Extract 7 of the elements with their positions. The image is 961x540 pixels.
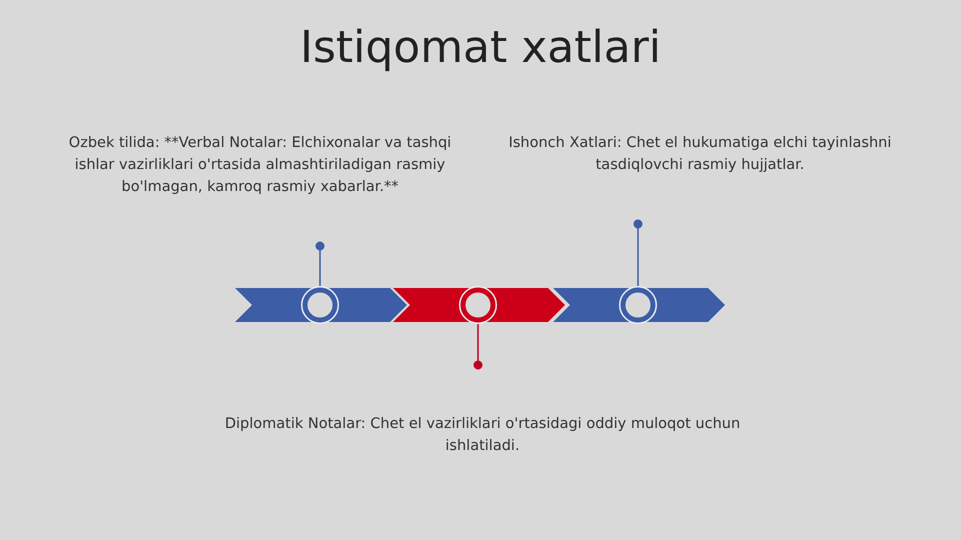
leader-line xyxy=(634,220,642,286)
leader-line xyxy=(474,324,482,370)
leader-line xyxy=(316,242,324,286)
description-text: Ishonch Xatlari: Chet el hukumatiga elchi tayinlashni tasdiqlovchi rasmiy hujjatlar. xyxy=(500,132,900,176)
description-text: Ozbek tilida: **Verbal Notalar: Elchixonalar va tashqi ishlar vazirliklari o'rtasida almashtiriladigan rasmiy bo'lmagan, kamroq rasmiy xabarlar.** xyxy=(55,132,465,198)
slide-title: Istiqomat xatlari xyxy=(298,22,662,73)
description-text: Diplomatik Notalar: Chet el vazirliklari o'rtasidagi oddiy muloqot uchun ishlatiladi. xyxy=(200,413,765,457)
